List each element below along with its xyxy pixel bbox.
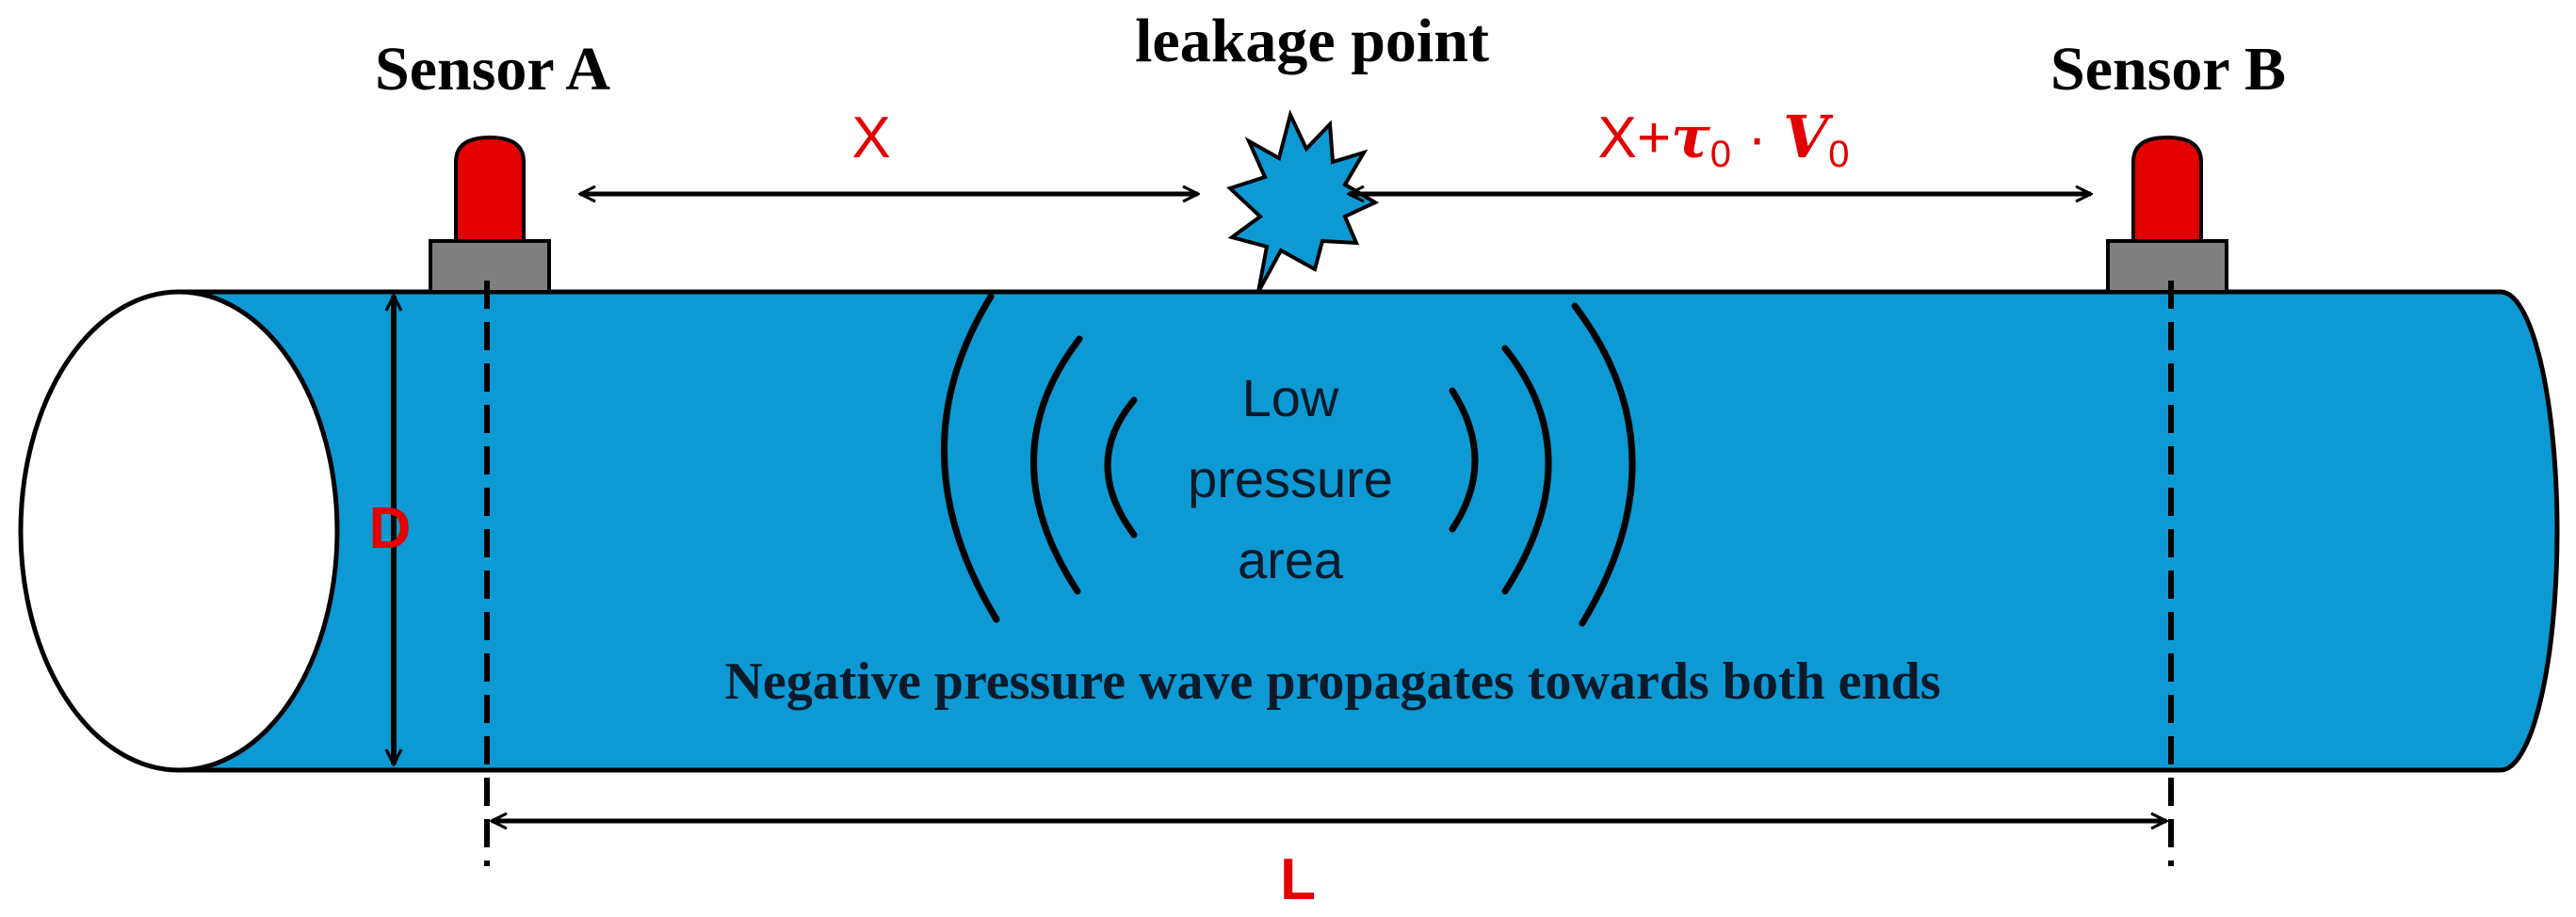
wave-arc-left-middle: [1030, 335, 1083, 595]
pressure-wave-right: [1449, 302, 1636, 627]
sensor-b: [2106, 135, 2228, 294]
diameter-label: D: [369, 496, 412, 561]
wave-arc-right-middle: [1501, 345, 1552, 595]
wave-arc-right-outer: [1571, 302, 1636, 627]
pipe-body: [176, 289, 2560, 773]
pipe-opening: [18, 289, 340, 773]
sensor-b-base: [2106, 239, 2228, 294]
distance-right-label: X+τ0 · V0: [1598, 103, 1850, 175]
leakage-point-label: leakage point: [1135, 7, 1489, 75]
low-pressure-line1: Low: [1242, 368, 1339, 427]
leak-burst-icon: [1226, 109, 1380, 293]
distance-right-v: V: [1783, 103, 1834, 171]
wave-arc-left-inner: [1104, 396, 1138, 539]
sensor-b-label: Sensor B: [2050, 35, 2286, 104]
pipe: [18, 289, 2560, 773]
wave-arc-left-outer: [941, 293, 1000, 623]
distance-right-v-sub: 0: [1828, 134, 1849, 175]
sensor-a-cap: [454, 135, 526, 243]
distance-right-dot: ·: [1731, 105, 1783, 170]
distance-right-tau-sub: 0: [1710, 134, 1731, 175]
wave-arc-right-inner: [1449, 387, 1479, 533]
wave-caption: Negative pressure wave propagates toward…: [724, 652, 1940, 711]
distance-right-tau: τ: [1671, 103, 1710, 171]
sensor-a: [429, 135, 551, 294]
distance-x-label: X: [851, 105, 890, 170]
sensor-a-label: Sensor A: [375, 35, 610, 104]
sensor-b-cap: [2131, 135, 2203, 243]
low-pressure-line3: area: [1238, 530, 1344, 589]
distance-right-prefix: X+: [1598, 105, 1672, 170]
low-pressure-line2: pressure: [1188, 449, 1393, 508]
length-label: L: [1280, 847, 1316, 912]
pressure-wave-left: [941, 293, 1138, 623]
